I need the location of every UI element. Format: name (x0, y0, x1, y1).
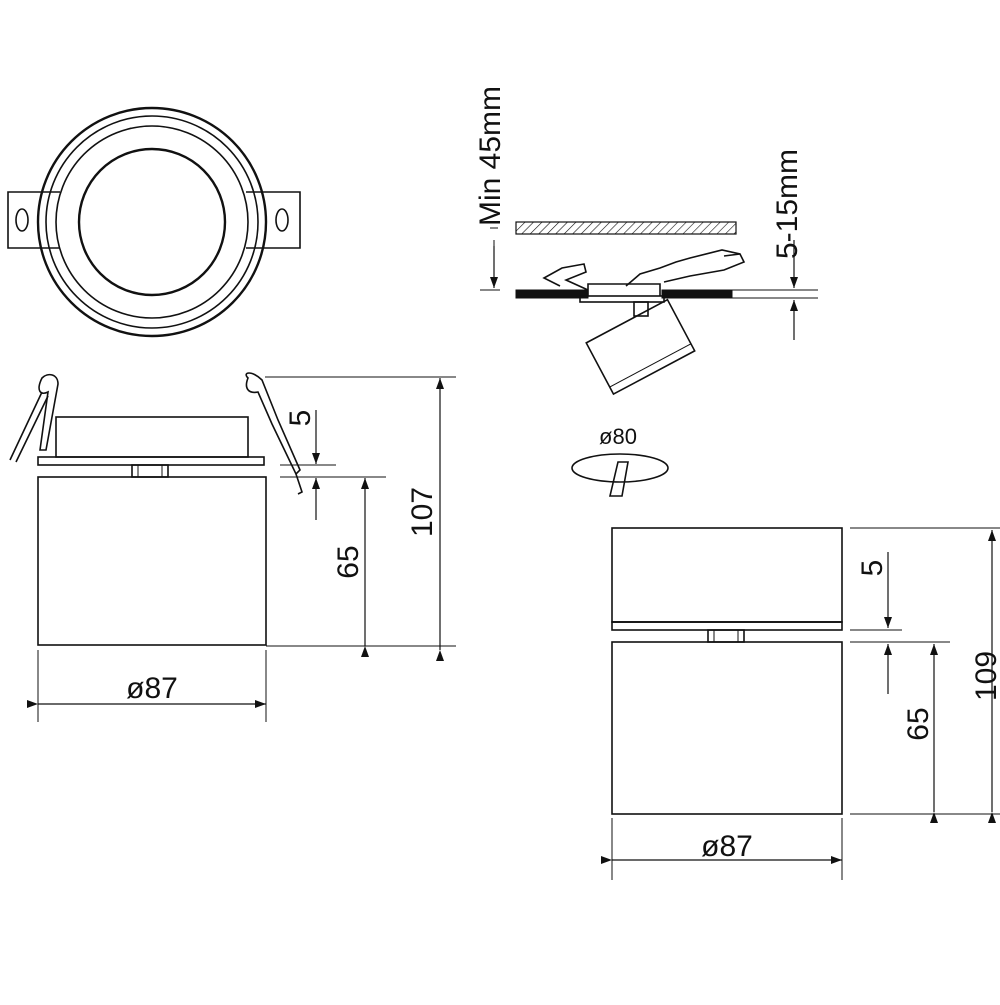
lamp-body (37, 476, 267, 646)
install-right-spring (625, 249, 746, 287)
label-min-depth: Min 45mm (474, 86, 507, 226)
surface-lamp-body (611, 641, 843, 815)
label-surface-5: 5 (856, 560, 889, 577)
outer-rim-circle (36, 106, 268, 338)
side-view-surface: 109 65 5 ø87 (601, 527, 1000, 880)
installation-view: Min 45mm 5-15mm (474, 86, 818, 396)
top-view (7, 106, 301, 338)
label-109: 109 (970, 651, 1000, 701)
label-65: 65 (332, 545, 365, 578)
surface-flange (611, 621, 843, 631)
label-diameter: ø87 (126, 672, 178, 705)
upper-surface (515, 221, 737, 235)
surface-base (611, 527, 843, 623)
cutout-spring (608, 461, 629, 497)
left-mounting-tab (7, 191, 60, 249)
surface-connector (707, 629, 745, 643)
ceiling-panel-right (661, 289, 733, 299)
install-left-spring (542, 263, 589, 291)
label-surface-diameter: ø87 (701, 830, 753, 863)
label-surface-65: 65 (902, 707, 935, 740)
install-housing (587, 283, 661, 296)
lens-circle (77, 147, 227, 297)
ceiling-panel-left (515, 289, 589, 299)
mounting-flange (37, 456, 265, 466)
tilted-lamp (585, 298, 696, 396)
flange-circle (45, 115, 259, 329)
junction-housing (55, 416, 249, 458)
left-spring-arm (9, 391, 49, 463)
connector-neck (131, 464, 169, 478)
right-spring-clip (245, 372, 301, 476)
tilted-lamp-neck (633, 301, 649, 317)
right-tab-slot (275, 208, 289, 232)
label-5: 5 (284, 410, 317, 427)
cutout-detail: ø80 (571, 424, 669, 497)
right-spring-tip (295, 473, 303, 495)
install-flange (579, 295, 665, 303)
label-cutout-diameter: ø80 (599, 424, 637, 449)
side-view-recessed: 107 65 5 ø87 (9, 372, 456, 722)
cutout-hole (571, 453, 669, 483)
label-ceiling-thickness: 5-15mm (771, 149, 804, 259)
right-mounting-tab (246, 191, 301, 249)
left-spring-clip (38, 373, 59, 451)
trim-circle (55, 125, 249, 319)
left-tab-slot (15, 208, 29, 232)
label-107: 107 (406, 487, 439, 537)
